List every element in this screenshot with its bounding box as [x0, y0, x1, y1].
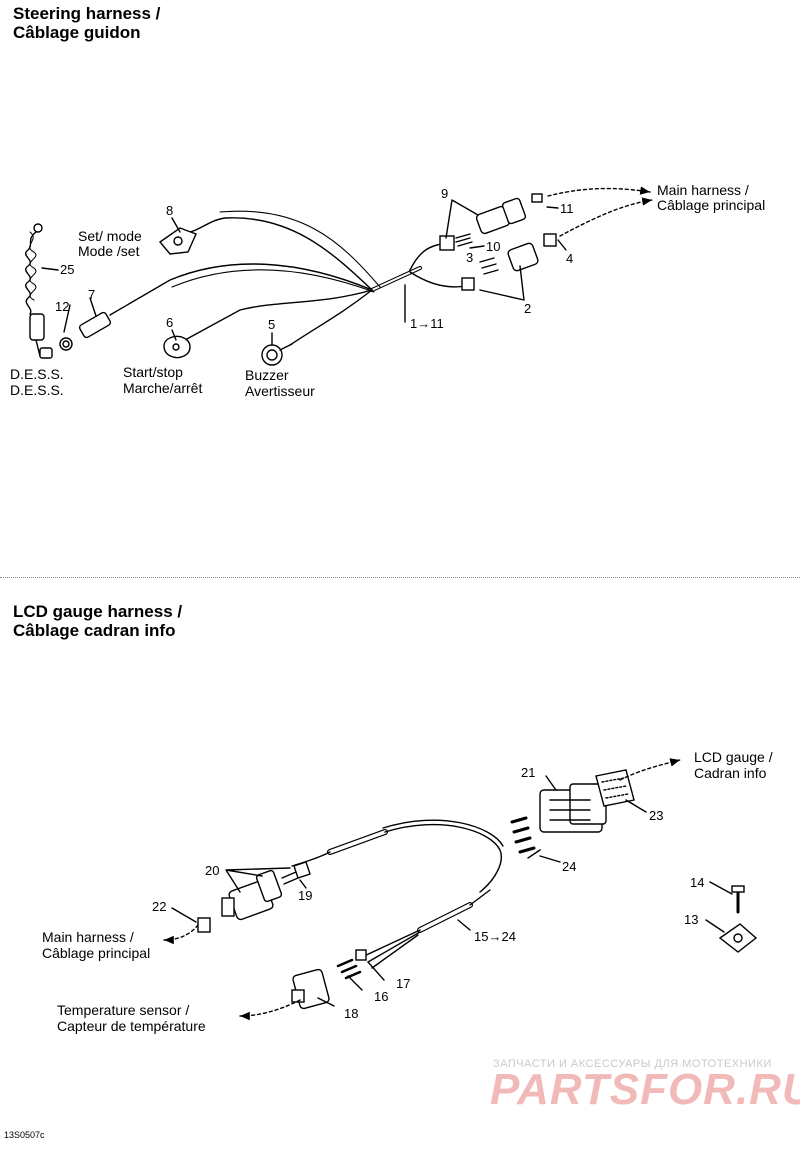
- wire-set-mode: [189, 217, 373, 291]
- steering-title-en: Steering harness /: [13, 4, 161, 23]
- dess-lanyard: [25, 231, 37, 315]
- part-number-16: 16: [374, 989, 389, 1004]
- part-number-14: 14: [690, 875, 705, 890]
- part-number-20: 20: [205, 863, 220, 878]
- part-number-13: 13: [684, 912, 699, 927]
- part-number-23: 23: [649, 808, 664, 823]
- watermark-logo: PARTSFOR.RU: [490, 1065, 800, 1114]
- lcd-gauge-label-en: LCD gauge /: [694, 749, 773, 765]
- temp-sensor-label-en: Temperature sensor /: [57, 1002, 190, 1018]
- part-number-19: 19: [298, 888, 313, 903]
- dess-label-en: D.E.S.S.: [10, 366, 64, 382]
- start-stop-label-fr: Marche/arrêt: [123, 380, 203, 396]
- part-number-5: 5: [268, 317, 276, 332]
- lcd-title-en: LCD gauge harness /: [13, 602, 183, 621]
- lcd-sheath-upper: [328, 830, 387, 854]
- lcd-sheath-lower: [418, 903, 472, 932]
- temp-sensor-label-fr: Capteur de température: [57, 1018, 206, 1034]
- temp-connector: [292, 968, 330, 1010]
- part-number-10: 10: [486, 239, 501, 254]
- part-number-22: 22: [152, 899, 167, 914]
- lcd-title-fr: Câblage cadran info: [13, 621, 176, 640]
- dess-label-fr: D.E.S.S.: [10, 382, 64, 398]
- connector-3: [507, 242, 539, 272]
- wire-dess: [109, 263, 373, 316]
- watermark-caption: ЗАПЧАСТИ И АКСЕССУАРЫ ДЛЯ МОТОТЕХНИКИ: [493, 1058, 772, 1070]
- main-harness-label-fr: Câblage principal: [657, 197, 766, 213]
- start-stop-switch: [163, 335, 191, 359]
- part-11: [531, 193, 543, 203]
- part-number-4: 4: [566, 251, 574, 266]
- part-number-8: 8: [166, 203, 174, 218]
- drawing-code: 13S0507c: [4, 1130, 45, 1140]
- part-number-3: 3: [466, 250, 474, 265]
- connector-10: [439, 235, 455, 251]
- part-number-21: 21: [521, 765, 536, 780]
- part-number-11: 11: [560, 201, 574, 216]
- part-number-25: 25: [60, 262, 75, 277]
- main-harness-label-en: Main harness /: [657, 182, 749, 198]
- part-number-9: 9: [441, 186, 449, 201]
- lcd-gauge-label-fr: Cadran info: [694, 765, 767, 781]
- part-number-24: 24: [562, 859, 577, 874]
- wire-connector-3: [409, 271, 471, 288]
- wire-buzzer: [289, 289, 373, 346]
- part-range-lcd: 15→24: [474, 929, 516, 944]
- part-22: [197, 917, 211, 933]
- connector-4: [543, 233, 557, 247]
- start-stop-label-en: Start/stop: [123, 364, 183, 380]
- part-number-17: 17: [396, 976, 411, 991]
- plate-13: [718, 923, 758, 953]
- set-mode-label-fr: Mode /set: [78, 243, 140, 259]
- buzzer-label-en: Buzzer: [245, 367, 289, 383]
- buzzer: [261, 344, 283, 366]
- part-number-6: 6: [166, 315, 174, 330]
- dess-post: [78, 311, 112, 339]
- section-divider: [0, 577, 800, 578]
- lcd-main-harness-label-en: Main harness /: [42, 929, 134, 945]
- gauge-seal: [595, 769, 635, 807]
- part-number-7: 7: [88, 287, 96, 302]
- seal-19: [293, 861, 311, 879]
- part-number-12: 12: [55, 299, 70, 314]
- set-mode-label-en: Set/ mode: [78, 228, 142, 244]
- dess-key: [29, 313, 45, 341]
- steering-title-fr: Câblage guidon: [13, 23, 141, 42]
- set-mode-switch: [158, 227, 197, 255]
- wire-start-stop: [184, 289, 373, 341]
- buzzer-label-fr: Avertisseur: [245, 383, 315, 399]
- part-number-2: 2: [524, 301, 532, 316]
- lcd-main-harness-label-fr: Câblage principal: [42, 945, 151, 961]
- part-range-steering: 1→11: [410, 316, 444, 331]
- part-number-18: 18: [344, 1006, 359, 1021]
